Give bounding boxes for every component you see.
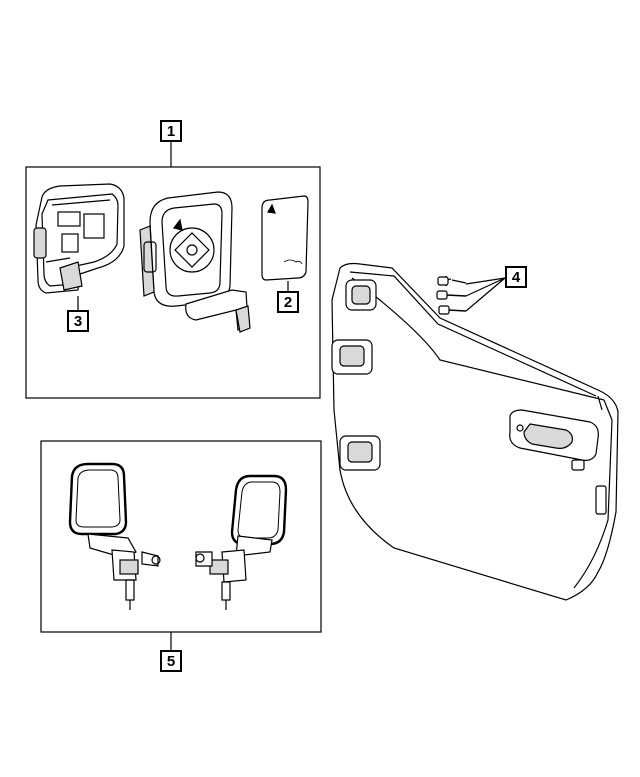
callout-3-label: 3 [73,312,83,330]
callout-1: 1 [160,120,182,142]
screw-fasteners-illustration [436,276,467,315]
mirror-glass-illustration [261,195,309,281]
callout-3: 3 [67,310,89,332]
leader-line-4c [465,277,506,312]
mirror-assembly-left-illustration [68,462,161,610]
mirror-housing-cover-illustration [33,183,125,294]
callout-5-label: 5 [166,652,176,670]
group-frame-1 [25,166,321,399]
callout-4: 4 [505,266,527,288]
door-panel-illustration [331,262,619,601]
mirror-assembly-right-illustration [195,474,288,610]
callout-4-label: 4 [511,268,521,286]
callout-2-label: 2 [283,293,293,311]
callout-1-label: 1 [166,122,176,140]
callout-2: 2 [277,291,299,313]
mirror-head-assembly-illustration [139,191,251,333]
group-frame-5 [40,440,322,633]
callout-5: 5 [160,650,182,672]
leader-line-4a [465,277,506,285]
leader-line-4b [465,277,506,297]
